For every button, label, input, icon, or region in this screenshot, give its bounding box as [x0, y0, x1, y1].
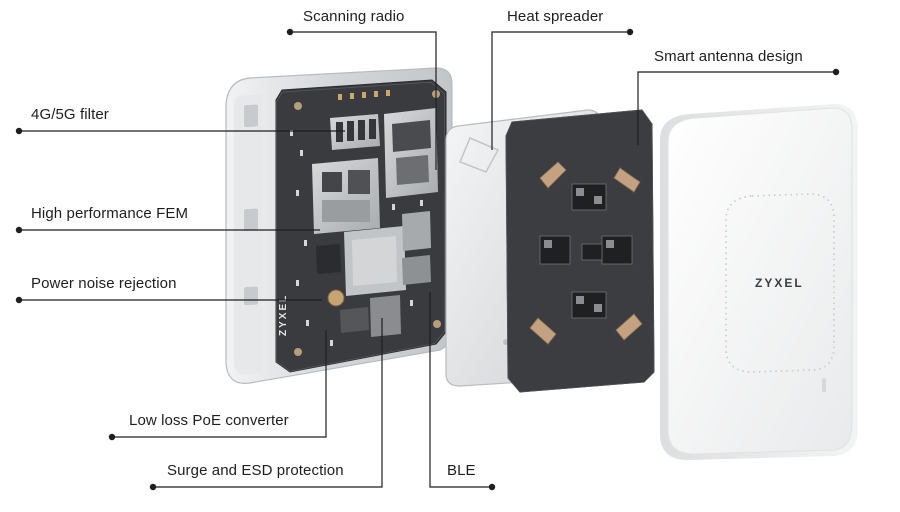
label-4g-5g-filter: 4G/5G filter: [31, 106, 109, 123]
label-scanning-radio: Scanning radio: [303, 8, 405, 25]
leader-line-surge-and-esd-protection: [153, 318, 383, 488]
label-low-loss-poe-converter: Low loss PoE converter: [129, 412, 289, 429]
label-heat-spreader: Heat spreader: [507, 8, 604, 25]
rear-brand-mark: ZYXEL: [278, 294, 289, 336]
label-high-performance-fem: High performance FEM: [31, 205, 189, 222]
leader-line-ble: [429, 292, 492, 488]
main-pcb: ZYXEL: [275, 79, 447, 373]
front-cover: ZYXEL: [660, 104, 858, 460]
label-surge-and-esd-protection: Surge and ESD protection: [167, 462, 344, 479]
leader-dot-scanning-radio: [286, 28, 294, 36]
leader-dot-low-loss-poe-converter: [108, 433, 116, 441]
antenna-board: [505, 109, 655, 393]
label-smart-antenna-design: Smart antenna design: [654, 48, 803, 65]
callout-leader-lines: [15, 28, 840, 491]
label-ble: BLE: [447, 462, 476, 479]
leader-dot-4g-5g-filter: [15, 127, 23, 135]
leader-dot-surge-and-esd-protection: [149, 483, 157, 491]
leader-line-scanning-radio: [290, 31, 437, 170]
leader-dot-power-noise-rejection: [15, 296, 23, 304]
leader-dot-high-performance-fem: [15, 226, 23, 234]
leader-dot-ble: [488, 483, 496, 491]
leader-line-smart-antenna-design: [637, 71, 836, 145]
front-brand-mark: ZYXEL: [755, 276, 804, 290]
leader-line-low-loss-poe-converter: [112, 330, 327, 438]
leader-dot-smart-antenna-design: [832, 68, 840, 76]
leader-dot-heat-spreader: [626, 28, 634, 36]
label-power-noise-rejection: Power noise rejection: [31, 275, 177, 292]
leader-line-heat-spreader: [491, 31, 630, 150]
